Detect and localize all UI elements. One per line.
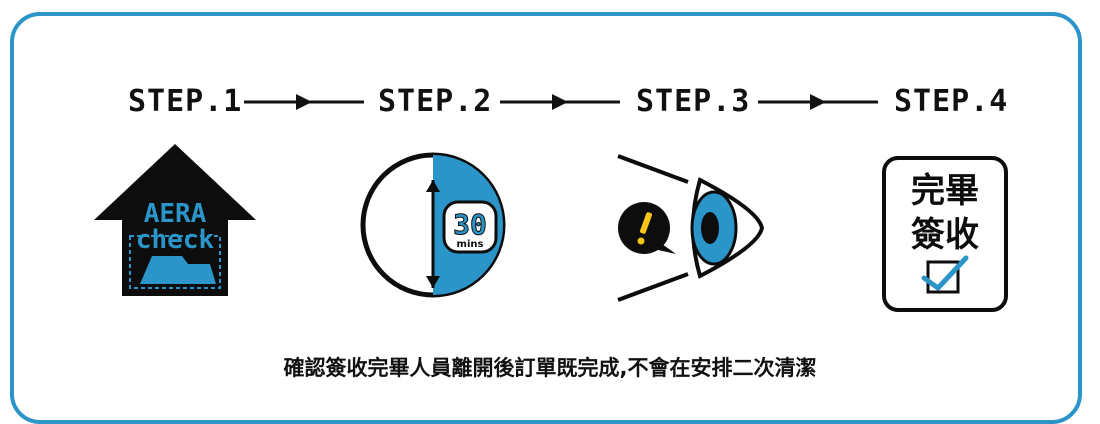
caption-text: 確認簽收完畢人員離開後訂單既完成,不會在安排二次清潔 [283, 356, 817, 380]
step-3-label: STEP.3 [636, 84, 751, 119]
eye-inspection-icon [617, 154, 765, 302]
arrow-right-icon [244, 94, 364, 110]
arrow-right-icon [758, 94, 878, 110]
step-2-label: STEP.2 [378, 84, 493, 119]
doc-text-line2: 簽收 [911, 215, 979, 255]
house-text-aera: AERA [144, 199, 207, 229]
doc-text-line1: 完畢 [911, 171, 979, 211]
timer-unit: mins [457, 239, 484, 250]
step-4-label: STEP.4 [894, 84, 1009, 119]
timer-icon: 30 mins [360, 152, 506, 298]
arrow-right-icon [500, 94, 620, 110]
timer-number: 30 [453, 208, 487, 241]
house-text-check: check [136, 225, 215, 255]
signoff-document-icon: 完畢 簽收 [882, 156, 1008, 312]
step-1-label: STEP.1 [128, 84, 243, 119]
house-check-icon: AERA check [94, 144, 256, 296]
